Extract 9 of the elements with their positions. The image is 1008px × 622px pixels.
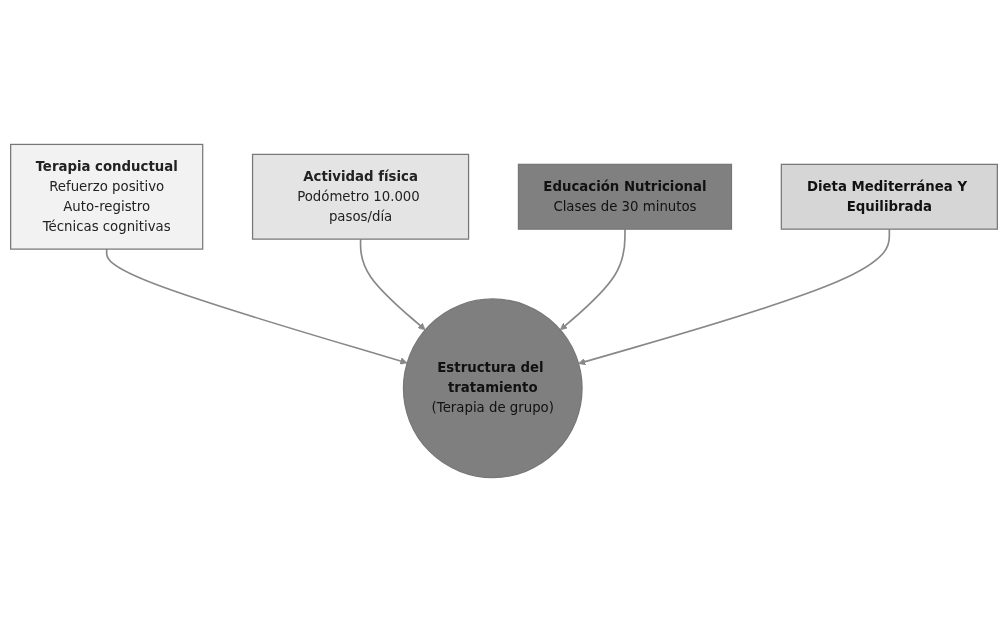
node-circle: Estructura del tratamiento (Terapia de grupo) [402,298,583,479]
node-box: Actividad física Podómetro 10.000 pasos/día [251,153,470,240]
node-box: Educación Nutricional Clases de 30 minutos [517,163,733,230]
arrow [105,248,408,365]
node-box: Terapia conductual Refuerzo positivo Auto-registro Técnicas cognitivas [10,143,204,250]
node-box: Dieta Mediterránea Y Equilibrada [780,163,998,230]
arrow [359,238,426,331]
arrow [578,228,891,366]
arrow [560,228,626,331]
